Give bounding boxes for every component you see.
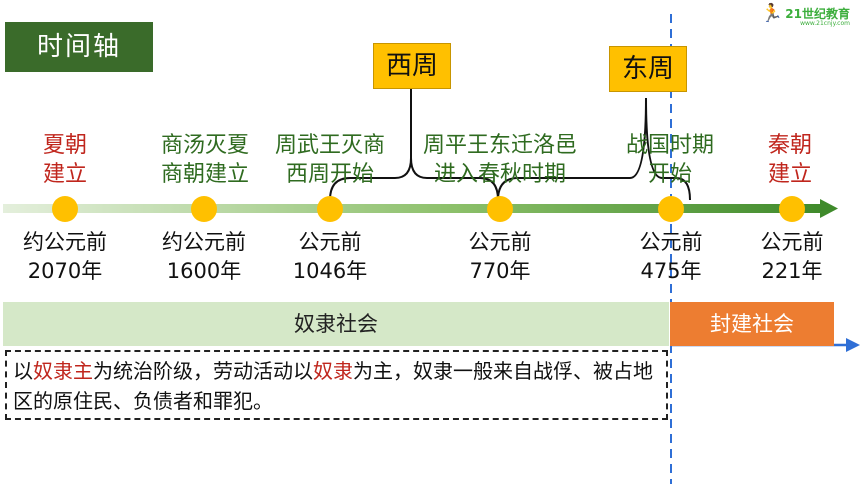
runner-icon: 🏃 — [760, 2, 784, 24]
event-xia: 夏朝 建立 — [5, 131, 125, 189]
date-line1: 公元前 — [298, 230, 362, 254]
date-line1: 公元前 — [468, 230, 532, 254]
event-line1: 周武王灭商 — [274, 133, 385, 158]
page-title: 时间轴 — [5, 22, 153, 72]
note-highlight-slave: 奴隶 — [313, 359, 353, 383]
event-line2: 开始 — [647, 162, 692, 187]
event-western-zhou: 周武王灭商 西周开始 — [265, 131, 395, 189]
date-xia: 约公元前 2070年 — [5, 228, 125, 286]
date-line2: 2070年 — [27, 259, 103, 283]
logo-text: 21世纪教育 — [785, 6, 850, 21]
logo-url: www.21cnjy.com — [800, 20, 850, 27]
timeline-dot — [52, 196, 78, 222]
event-line1: 秦朝 — [767, 133, 812, 158]
event-warring-states: 战国时期 开始 — [605, 131, 735, 189]
event-line1: 周平王东迁洛邑 — [422, 133, 577, 158]
slave-society-bar: 奴隶社会 — [3, 302, 669, 346]
event-line2: 进入春秋时期 — [433, 162, 566, 187]
note-text: 为主，奴隶一般来自战俘、被占地区的原住民、负债者和罪犯。 — [13, 359, 653, 413]
date-line2: 770年 — [469, 259, 531, 283]
slave-society-note: 以奴隶主为统治阶级，劳动活动以奴隶为主，奴隶一般来自战俘、被占地区的原住民、负债… — [5, 350, 668, 420]
date-line1: 约公元前 — [23, 230, 107, 254]
timeline-bar — [3, 204, 823, 213]
timeline-dot — [658, 196, 684, 222]
logo: 🏃 21世纪教育 www.21cnjy.com — [760, 2, 850, 28]
date-line1: 公元前 — [639, 230, 703, 254]
note-highlight-slave-owner: 奴隶主 — [33, 359, 93, 383]
date-line1: 约公元前 — [162, 230, 246, 254]
date-eastern-zhou: 公元前 770年 — [445, 228, 555, 286]
event-line1: 夏朝 — [42, 133, 87, 158]
date-line2: 221年 — [761, 259, 823, 283]
event-line1: 战国时期 — [625, 133, 714, 158]
timeline-dot — [487, 196, 513, 222]
timeline-dot — [317, 196, 343, 222]
date-line2: 1046年 — [292, 259, 368, 283]
feudal-society-bar: 封建社会 — [670, 302, 834, 346]
date-shang: 约公元前 1600年 — [144, 228, 264, 286]
event-line1: 商汤灭夏 — [160, 133, 249, 158]
society-arrowhead — [846, 338, 860, 352]
event-line2: 建立 — [42, 162, 87, 187]
eastern-zhou-label: 东周 — [609, 46, 687, 92]
event-line2: 商朝建立 — [160, 162, 249, 187]
event-shang: 商汤灭夏 商朝建立 — [140, 131, 270, 189]
note-text: 为统治阶级，劳动活动以 — [93, 359, 313, 383]
timeline-dot — [779, 196, 805, 222]
timeline-dot — [191, 196, 217, 222]
eastern-zhou-brace — [497, 97, 691, 201]
date-line1: 公元前 — [760, 230, 824, 254]
timeline-arrowhead — [820, 199, 838, 218]
western-zhou-label: 西周 — [373, 43, 451, 89]
date-line2: 475年 — [640, 259, 702, 283]
event-eastern-zhou: 周平王东迁洛邑 进入春秋时期 — [410, 131, 590, 189]
event-line2: 西周开始 — [285, 162, 374, 187]
event-qin: 秦朝 建立 — [735, 131, 845, 189]
note-text: 以 — [13, 359, 33, 383]
date-qin: 公元前 221年 — [737, 228, 847, 286]
event-line2: 建立 — [767, 162, 812, 187]
date-line2: 1600年 — [166, 259, 242, 283]
date-western-zhou: 公元前 1046年 — [275, 228, 385, 286]
date-warring-states: 公元前 475年 — [616, 228, 726, 286]
